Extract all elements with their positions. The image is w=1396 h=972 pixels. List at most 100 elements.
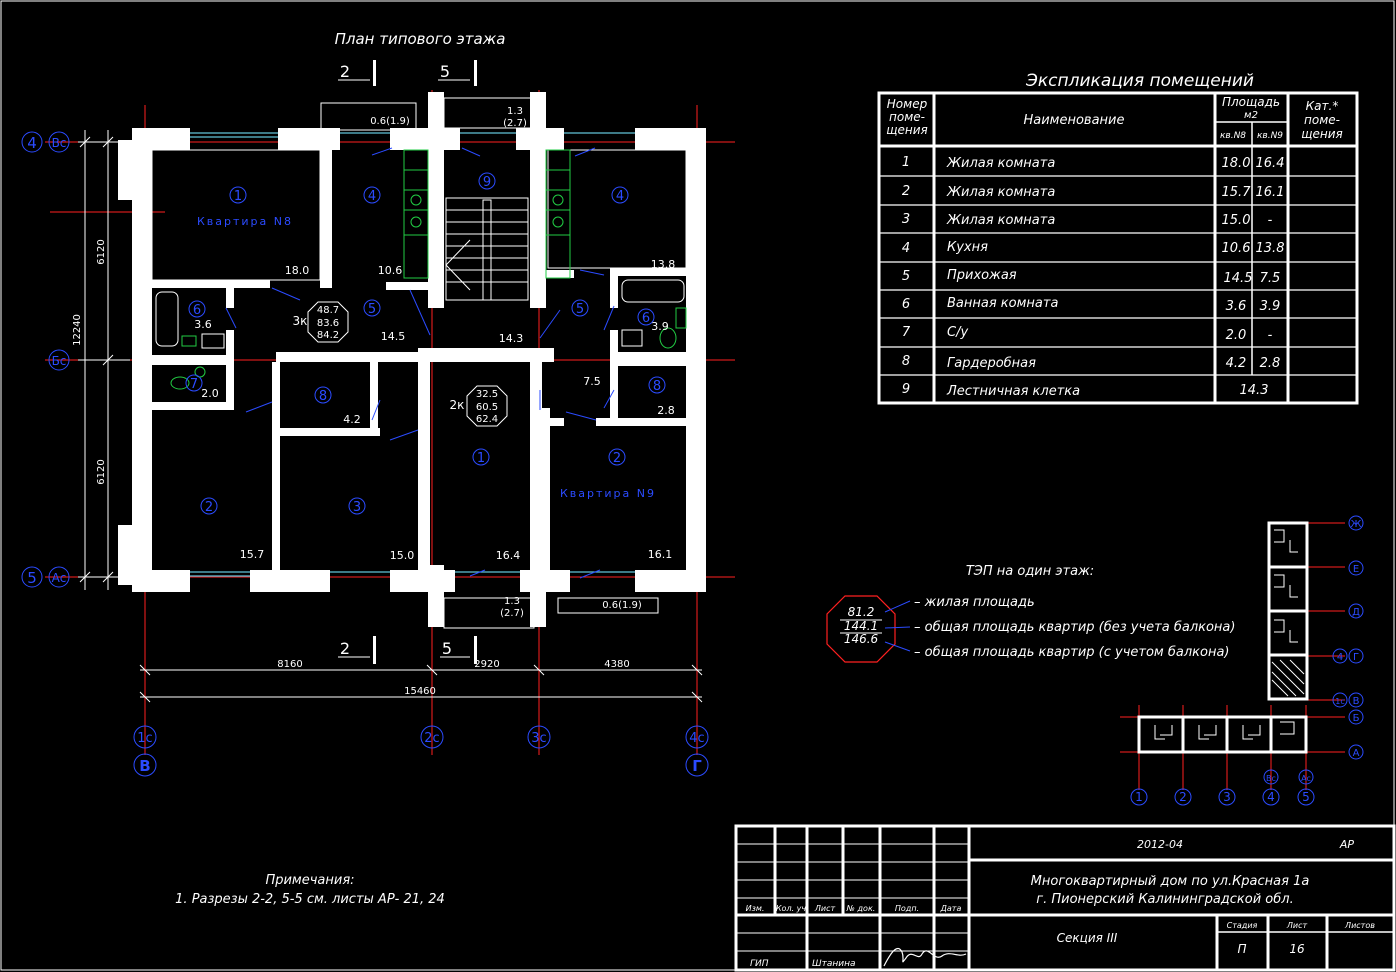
balcony-top-left-area: 0.6(1.9) bbox=[370, 116, 410, 127]
area-a9-6: 3.9 bbox=[651, 320, 669, 333]
area-a8-4: 10.6 bbox=[378, 264, 403, 277]
axis-bottom-2s: 2с bbox=[424, 731, 439, 746]
keyplan-axis-vs: Вс bbox=[1266, 774, 1276, 783]
keyplan-axis-a: А bbox=[1353, 748, 1360, 759]
col-izm: Изм. bbox=[746, 904, 765, 913]
signature bbox=[883, 947, 967, 967]
dim-v-bottom: 6120 bbox=[96, 459, 107, 484]
room-number-markers bbox=[185, 172, 666, 515]
row-2-b: 16.1 bbox=[1256, 185, 1285, 200]
apt9-area-balcony: 62.4 bbox=[476, 414, 498, 425]
dim-v-top: 6120 bbox=[96, 239, 107, 264]
row-4-b: 13.8 bbox=[1256, 241, 1285, 256]
area-a9-7: 7.5 bbox=[583, 375, 601, 388]
keyplan-axis-g: Г bbox=[1353, 652, 1359, 663]
col-list: Лист bbox=[814, 904, 836, 913]
stamp-person: Штанина bbox=[812, 959, 856, 969]
stamp-stage: П bbox=[1237, 942, 1246, 956]
axis-left-4: 4 bbox=[27, 134, 37, 152]
balcony-bottom-mid-area-1: 1.3 bbox=[504, 596, 520, 607]
row-4-num: 4 bbox=[902, 241, 910, 256]
row-3-name: Жилая комната bbox=[946, 213, 1055, 228]
stamp-sheet-number: 16 bbox=[1289, 942, 1305, 956]
col-kol-uch: Кол. уч bbox=[776, 904, 807, 913]
row-5-name: Прихожая bbox=[947, 268, 1017, 283]
keyplan-axis-2: 2 bbox=[1179, 790, 1187, 804]
col-data: Дата bbox=[940, 904, 962, 913]
dim-h-1: 8160 bbox=[277, 659, 302, 670]
tep-label-with-balcony: – общая площадь квартир (с учетом балкон… bbox=[914, 645, 1230, 660]
door-swings bbox=[225, 147, 615, 579]
row-4-a: 10.6 bbox=[1222, 241, 1251, 256]
tep-value-with-balcony: 146.6 bbox=[844, 632, 879, 646]
balcony-bottom-mid-area-2: (2.7) bbox=[500, 608, 524, 619]
row-6-a: 3.6 bbox=[1226, 299, 1247, 314]
room-num-a9-2: 2 bbox=[613, 451, 621, 466]
row-7-a: 2.0 bbox=[1226, 328, 1247, 343]
balcony-top-mid-area-2: (2.7) bbox=[503, 118, 527, 129]
room-areas: 18.0 10.6 13.8 3.6 14.5 14.3 3.9 2.0 4.2… bbox=[194, 258, 675, 562]
axis-bottom-v: В bbox=[139, 757, 150, 775]
room-num-a9-5: 5 bbox=[576, 302, 584, 317]
area-a8-5: 14.5 bbox=[381, 330, 406, 343]
dim-v-total: 12240 bbox=[72, 314, 83, 346]
stamp-project-line-1: Многоквартирный дом по ул.Красная 1а bbox=[1031, 874, 1310, 889]
row-1-name: Жилая комната bbox=[946, 156, 1055, 171]
apartment-8-label: Квартира N8 bbox=[197, 215, 293, 228]
row-5-a: 14.5 bbox=[1224, 271, 1253, 286]
tep-value-total: 144.1 bbox=[844, 619, 878, 633]
keyplan-axis-b: Б bbox=[1353, 713, 1360, 724]
keyplan-axis-4: 4 bbox=[1337, 652, 1343, 663]
row-5-b: 7.5 bbox=[1260, 271, 1281, 286]
title-block-col-headers: Изм. Кол. уч Лист № док. Подп. Дата bbox=[746, 904, 962, 913]
keyplan-axis-e: Е bbox=[1353, 564, 1359, 575]
tep-label-total: – общая площадь квартир (без учета балко… bbox=[914, 620, 1235, 635]
room-num-a9-1: 1 bbox=[477, 451, 485, 466]
header-cat-1: Кат.* bbox=[1306, 99, 1339, 113]
staircase bbox=[445, 197, 529, 301]
row-8-a: 4.2 bbox=[1226, 356, 1247, 371]
header-area-apt9: кв.N9 bbox=[1257, 131, 1283, 141]
keyplan-axis-v: В bbox=[1353, 696, 1360, 707]
keyplan-axis-zh: Ж bbox=[1351, 519, 1362, 530]
room-num-a9-4: 4 bbox=[616, 189, 624, 204]
axis-bottom-4s: 4с bbox=[689, 731, 704, 746]
row-4-name: Кухня bbox=[947, 240, 988, 255]
tep-value-living: 81.2 bbox=[848, 605, 875, 619]
apt9-rooms: 2к bbox=[450, 398, 465, 412]
section-mark-bottom-2: 2 bbox=[340, 639, 350, 658]
stamp-mark: АР bbox=[1339, 838, 1355, 851]
apt8-area-balcony: 84.2 bbox=[317, 330, 339, 341]
notes-line-1: 1. Разрезы 2-2, 5-5 см. листы АР- 21, 24 bbox=[175, 892, 445, 907]
keyplan-axis-labels: Ж Е Д Г 4 В 1с Б А 1 2 3 4 5 Вс Ас bbox=[1135, 519, 1361, 804]
axis-left-bs: Бс bbox=[52, 354, 67, 368]
explication-title: Экспликация помещений bbox=[1025, 71, 1254, 91]
col-doc: № док. bbox=[846, 904, 876, 913]
row-2-name: Жилая комната bbox=[946, 185, 1055, 200]
area-a8-2: 15.7 bbox=[240, 548, 265, 561]
dim-h-2: 2920 bbox=[474, 659, 499, 670]
keyplan-axis-5: 5 bbox=[1302, 790, 1310, 804]
axis-left-as: Ас bbox=[52, 571, 67, 585]
notes: Примечания: 1. Разрезы 2-2, 5-5 см. лист… bbox=[175, 873, 445, 907]
row-3-b: - bbox=[1268, 213, 1273, 228]
row-5-num: 5 bbox=[902, 269, 910, 284]
stamp-stage-header: Стадия bbox=[1227, 921, 1258, 930]
area-a8-8: 4.2 bbox=[343, 413, 361, 426]
area-a9-2: 16.1 bbox=[648, 548, 673, 561]
area-a8-1: 18.0 bbox=[285, 264, 310, 277]
title-block: Изм. Кол. уч Лист № док. Подп. Дата ГИП … bbox=[734, 824, 1396, 972]
row-9-name: Лестничная клетка bbox=[946, 384, 1080, 399]
row-1-a: 18.0 bbox=[1222, 156, 1251, 171]
keyplan-axis-1: 1 bbox=[1135, 790, 1143, 804]
area-a9-4: 13.8 bbox=[651, 258, 676, 271]
bathroom-fixtures bbox=[155, 279, 687, 390]
row-2-a: 15.7 bbox=[1222, 185, 1252, 200]
dim-h-3: 4380 bbox=[604, 659, 629, 670]
keyplan-axis-as: Ас bbox=[1301, 774, 1311, 783]
header-cat-3: щения bbox=[1301, 127, 1343, 141]
room-num-a9-8: 8 bbox=[653, 379, 661, 394]
row-8-num: 8 bbox=[902, 354, 910, 369]
balcony-bottom-right-area: 0.6(1.9) bbox=[602, 600, 642, 611]
